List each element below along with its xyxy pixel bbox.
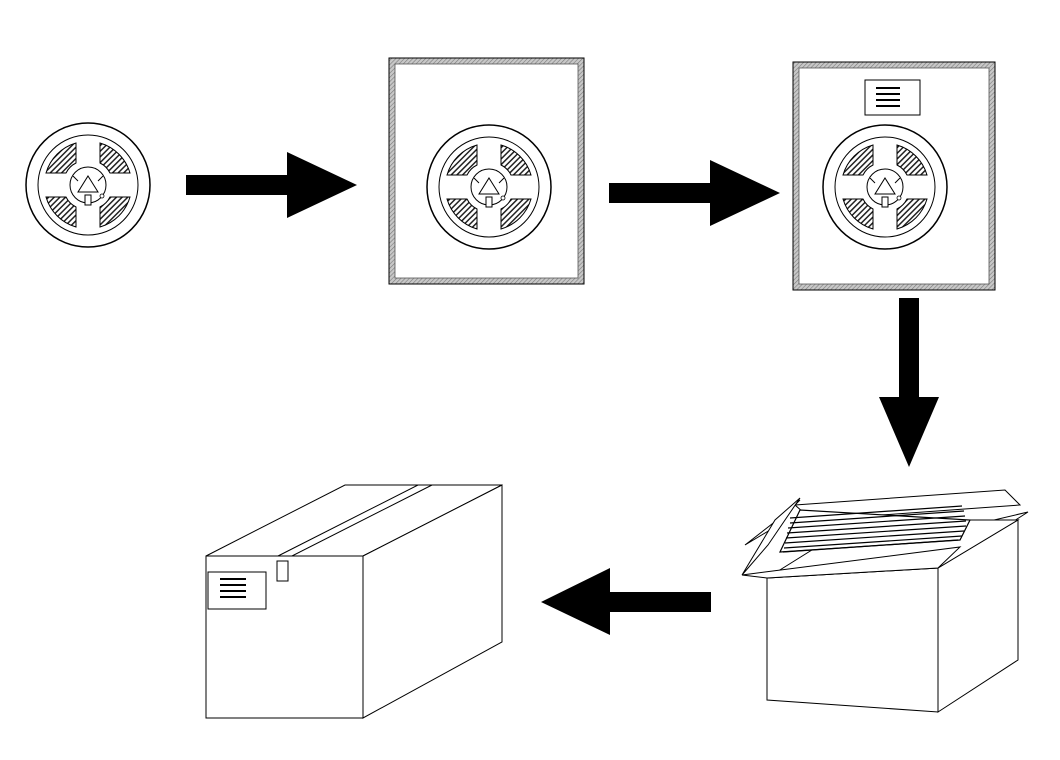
arrow-down-icon <box>879 298 939 467</box>
bag-label-icon <box>864 79 921 116</box>
open-carton-icon <box>741 489 1029 713</box>
carton-label-icon <box>207 571 267 610</box>
arrow-left-icon <box>541 568 711 635</box>
stacked-bags-icon <box>779 505 971 553</box>
labeled-bag-icon <box>792 61 996 291</box>
moisture-barrier-bag-icon <box>388 57 585 285</box>
sealed-carton-icon <box>205 484 503 719</box>
arrow-right-1-icon <box>186 152 357 218</box>
arrow-right-2-icon <box>609 160 780 226</box>
tape-reel-icon <box>25 122 151 248</box>
